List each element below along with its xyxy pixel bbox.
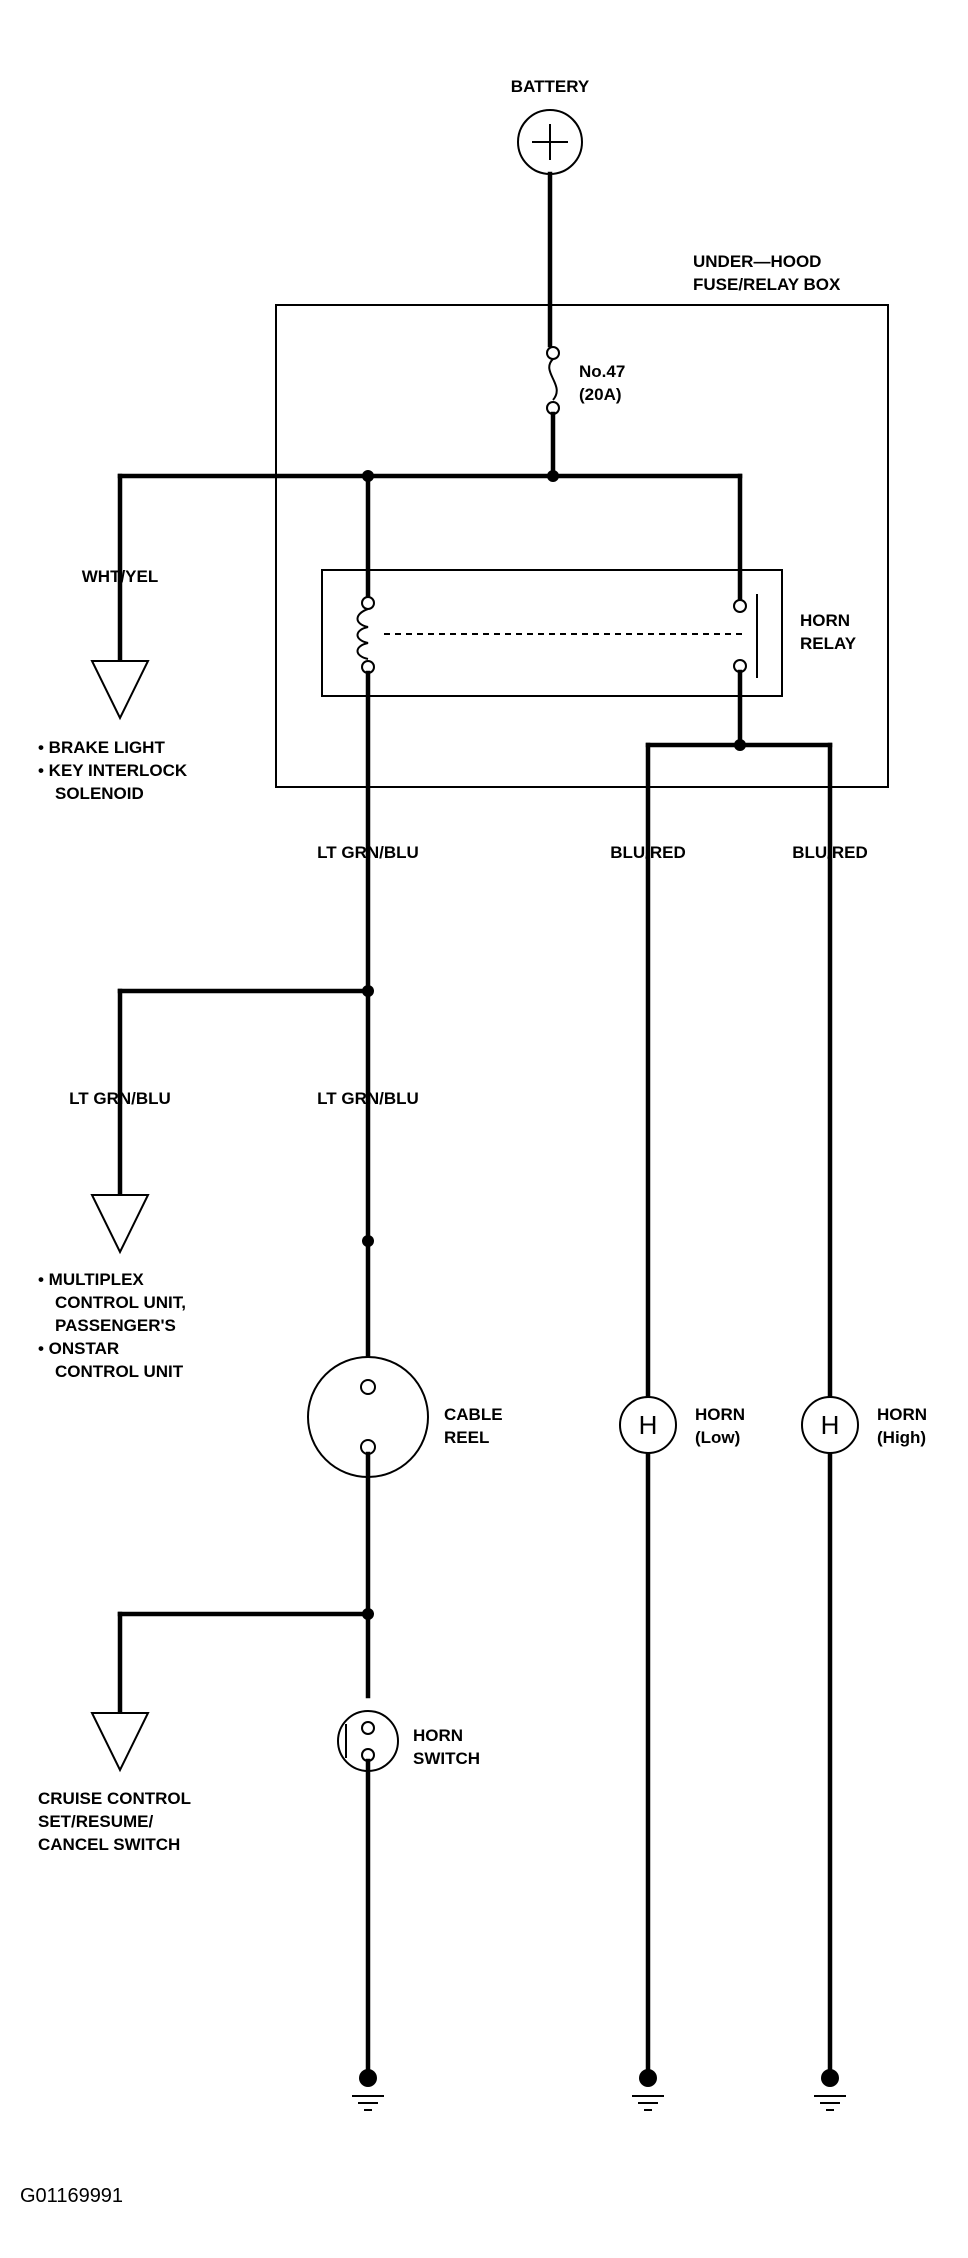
onstar-label-line1: • ONSTAR bbox=[38, 1339, 119, 1358]
multiplex-label-line2: CONTROL UNIT, bbox=[55, 1293, 186, 1312]
horn-low-label-line1: HORN bbox=[695, 1405, 745, 1424]
lt-grn-blu-label-left: LT GRN/BLU bbox=[69, 1089, 171, 1108]
fuse-number-label: No.47 bbox=[579, 362, 625, 381]
figure-id: G01169991 bbox=[20, 2185, 123, 2207]
horn-high-label-line2: (High) bbox=[877, 1428, 926, 1447]
onstar-label-line2: CONTROL UNIT bbox=[55, 1362, 184, 1381]
cruise-label-line2: SET/RESUME/ bbox=[38, 1812, 154, 1831]
ground-icon bbox=[632, 2069, 664, 2111]
underhood-box-label-line2: FUSE/RELAY BOX bbox=[693, 275, 841, 294]
multiplex-label-line1: • MULTIPLEX bbox=[38, 1270, 144, 1289]
horn-relay-label-line2: RELAY bbox=[800, 634, 857, 653]
connector-arrow-icon bbox=[90, 1712, 150, 1773]
brake-light-label: • BRAKE LIGHT bbox=[38, 738, 165, 757]
underhood-box-label-line1: UNDER—HOOD bbox=[693, 252, 821, 271]
horn-relay-label-line1: HORN bbox=[800, 611, 850, 630]
splice-point bbox=[362, 1235, 374, 1247]
cruise-label-line3: CANCEL SWITCH bbox=[38, 1835, 180, 1854]
fuse-rating-label: (20A) bbox=[579, 385, 622, 404]
horn-low-label-line2: (Low) bbox=[695, 1428, 740, 1447]
cable-reel-label-line2: REEL bbox=[444, 1428, 489, 1447]
relay-contact-icon bbox=[733, 594, 758, 678]
ground-icon bbox=[352, 2069, 384, 2111]
fuse-icon bbox=[546, 346, 560, 415]
key-interlock-label: • KEY INTERLOCK bbox=[38, 761, 188, 780]
ground-icon bbox=[814, 2069, 846, 2111]
horn-switch-label-line1: HORN bbox=[413, 1726, 463, 1745]
horn-low-symbol: H bbox=[639, 1410, 658, 1440]
blu-red-label-right: BLU/RED bbox=[792, 843, 868, 862]
underhood-fuse-relay-box bbox=[275, 304, 889, 788]
lt-grn-blu-label-middle: LT GRN/BLU bbox=[317, 1089, 419, 1108]
solenoid-label: SOLENOID bbox=[55, 784, 144, 803]
horn-high-symbol: H bbox=[821, 1410, 840, 1440]
horn-high-label-line1: HORN bbox=[877, 1405, 927, 1424]
wht-yel-label: WHT/YEL bbox=[82, 567, 159, 586]
battery-icon bbox=[517, 109, 583, 175]
connector-arrow-icon bbox=[90, 660, 150, 721]
horn-icon: H bbox=[801, 1396, 859, 1454]
cable-reel-pin bbox=[360, 1379, 376, 1395]
connector-arrow-icon bbox=[90, 1194, 150, 1255]
multiplex-label-line3: PASSENGER'S bbox=[55, 1316, 176, 1335]
horn-icon: H bbox=[619, 1396, 677, 1454]
bus-junction bbox=[547, 470, 559, 482]
lt-grn-blu-label-upper: LT GRN/BLU bbox=[317, 843, 419, 862]
horn-relay-box bbox=[321, 569, 783, 697]
cruise-label-line1: CRUISE CONTROL bbox=[38, 1789, 191, 1808]
cable-reel-label-line1: CABLE bbox=[444, 1405, 503, 1424]
horn-switch-label-line2: SWITCH bbox=[413, 1749, 480, 1768]
battery-label: BATTERY bbox=[511, 77, 590, 96]
blu-red-label-left: BLU/RED bbox=[610, 843, 686, 862]
relay-coil-icon bbox=[356, 596, 375, 674]
